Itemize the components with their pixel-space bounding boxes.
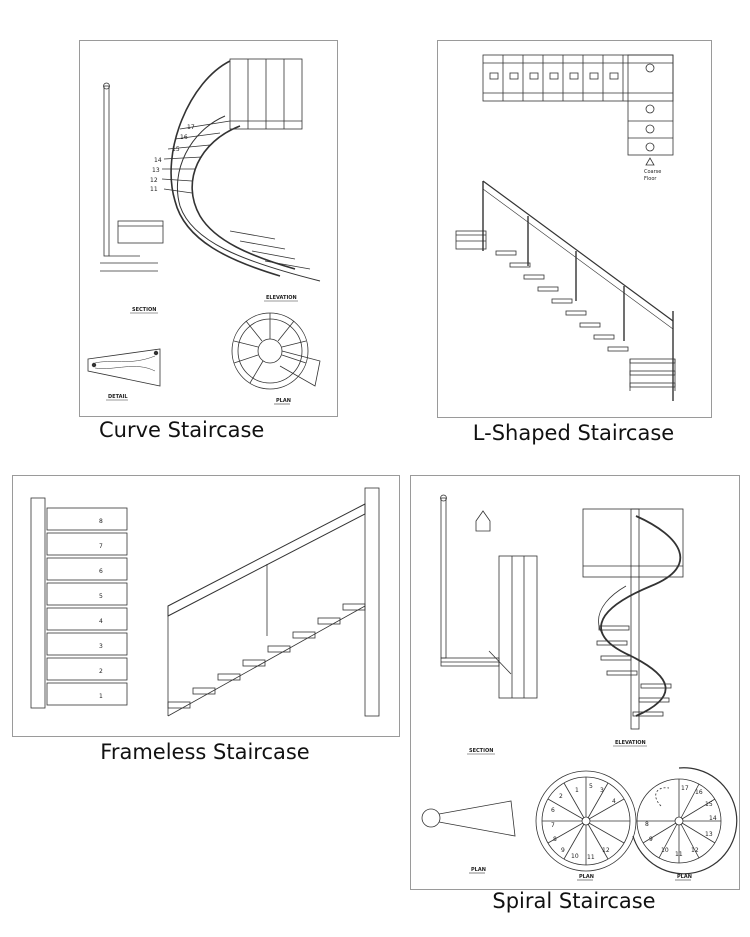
lshaped-staircase-drawing: Coarse Floor: [455, 54, 676, 401]
curve-staircase-caption: Curve Staircase: [99, 418, 265, 442]
spiral-section-post: [440, 497, 447, 659]
detail-tread: [87, 348, 161, 387]
curve-step-numbers: 17 16 15 14 13 12 11: [150, 124, 195, 193]
spiral-column: [498, 555, 538, 699]
curve-detail-label: DETAIL: [108, 394, 128, 400]
plan-step-number: 5: [589, 783, 593, 790]
curve-treads: [161, 120, 311, 270]
step-number: 12: [150, 177, 158, 184]
frameless-staircase-caption: Frameless Staircase: [100, 740, 310, 764]
handrail: [176, 115, 321, 282]
frameless-tread-numbers: 8 7 6 5 4 3 2 1: [99, 518, 103, 700]
frameless-elevation-treads: [167, 603, 366, 709]
plan-step-number: 12: [691, 847, 699, 854]
spiral-section-label: SECTION: [469, 748, 493, 754]
tread-number: 8: [99, 518, 103, 525]
plan-step-number: 9: [561, 847, 565, 854]
spiral-elevation-label: ELEVATION: [615, 740, 646, 746]
section-slab: [117, 220, 164, 244]
lshaped-plan-vertical: [627, 54, 674, 156]
elevation-treads: [495, 250, 629, 352]
spiral-center-pole: [630, 508, 640, 730]
curve-staircase-panel: 17 16 15 14 13 12 11 SECTION ELEVATION D…: [79, 40, 338, 417]
frameless-handrail: [167, 503, 366, 617]
spiral-plan-mid: [535, 770, 637, 872]
plan-step-number: 15: [705, 801, 713, 808]
outer-stringer: [170, 60, 281, 277]
plan-step-number: 4: [612, 798, 616, 805]
plan-step-number: 11: [587, 854, 595, 861]
plan-step-number: 16: [695, 789, 703, 796]
step-number: 13: [152, 167, 160, 174]
plan-step-number: 9: [649, 836, 653, 843]
plan-step-number: 8: [645, 821, 649, 828]
plan-step-number: 1: [575, 787, 579, 794]
spiral-bracket: [475, 510, 491, 532]
spiral-plan-wedge-hub: [421, 808, 441, 828]
frameless-staircase-drawing: 8 7 6 5 4 3 2 1: [30, 487, 380, 717]
plan-step-number: 10: [661, 847, 669, 854]
plan-step-number: 7: [551, 822, 555, 829]
step-number: 16: [180, 134, 188, 141]
plan-step-number: 6: [551, 807, 555, 814]
curve-plan: [231, 312, 321, 390]
landing-hatch: [455, 230, 487, 250]
spiral-plan-right-numbers: 8 9 10 11 12 13 14 15 16 17: [645, 785, 717, 858]
plan-step-number: 17: [681, 785, 689, 792]
tread-number: 5: [99, 593, 103, 600]
plan-step-number: 8: [553, 836, 557, 843]
lshaped-staircase-caption: L-Shaped Staircase: [472, 421, 675, 445]
arrow-note-line1: Coarse: [644, 169, 661, 175]
tread-number: 3: [99, 643, 103, 650]
spiral-plan-right: [632, 767, 738, 875]
spiral-elevation-balcony: [582, 508, 684, 578]
step-number: 15: [172, 146, 180, 153]
tread-number: 4: [99, 618, 103, 625]
lshaped-staircase-panel: Coarse Floor: [437, 40, 712, 418]
tread-number: 7: [99, 543, 103, 550]
plan-step-number: 13: [705, 831, 713, 838]
section-post: [103, 85, 110, 257]
curve-plan-label: PLAN: [276, 398, 291, 404]
plan-step-number: 10: [571, 853, 579, 860]
spiral-plan-label-mid: PLAN: [579, 874, 594, 880]
tread-number: 6: [99, 568, 103, 575]
plan-step-number: 3: [600, 787, 604, 794]
frameless-staircase-panel: 8 7 6 5 4 3 2 1: [12, 475, 400, 737]
spiral-staircase-caption: Spiral Staircase: [492, 889, 656, 913]
curve-section-label: SECTION: [132, 307, 156, 313]
plan-step-number: 2: [559, 793, 563, 800]
plan-treads: [489, 55, 624, 101]
tread-number: 2: [99, 668, 103, 675]
spiral-staircase-drawing: 1 2 3 4 5 6 7 8 9 10 11 12 8 9 10 11 12 …: [421, 494, 738, 881]
spiral-plan-mid-numbers: 1 2 3 4 5 6 7 8 9 10 11 12: [551, 783, 616, 861]
spiral-elevation-treads: [596, 625, 672, 717]
spiral-plan-label-right: PLAN: [677, 874, 692, 880]
curve-staircase-drawing: 17 16 15 14 13 12 11 SECTION ELEVATION D…: [87, 58, 321, 405]
arrow-note-line2: Floor: [644, 176, 657, 182]
spiral-staircase-panel: 1 2 3 4 5 6 7 8 9 10 11 12 8 9 10 11 12 …: [410, 475, 740, 890]
tread-number: 1: [99, 693, 103, 700]
step-number: 14: [154, 157, 162, 164]
plan-step-number: 14: [709, 815, 717, 822]
curve-elevation-label: ELEVATION: [266, 295, 297, 301]
frameless-wall-left: [30, 497, 46, 709]
step-number: 11: [150, 186, 158, 193]
step-number: 17: [187, 124, 195, 131]
spiral-plan-wedge: [438, 800, 516, 837]
arrow-icon: [645, 157, 655, 166]
frameless-wall-right: [364, 487, 380, 717]
lshaped-handrail: [482, 180, 674, 322]
frameless-plan-treads: [46, 507, 128, 706]
inner-stringer: [191, 125, 296, 270]
plan-step-number: 11: [675, 851, 683, 858]
plan-step-number: 12: [602, 847, 610, 854]
spiral-plan-label-left: PLAN: [471, 867, 486, 873]
